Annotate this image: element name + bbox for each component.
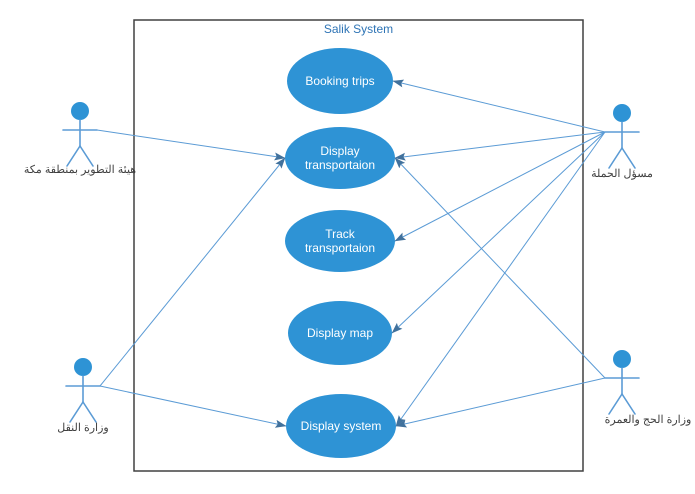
edge-makkah-development-authority-to-display-transportation — [96, 129, 286, 161]
usecase-shape-display-system[interactable] — [286, 394, 396, 458]
actor-label-campaign-manager: مسؤل الحملة — [591, 168, 653, 180]
actor-leg-icon — [69, 401, 84, 423]
actor-leg-icon — [621, 393, 636, 415]
usecase-label: Display system — [301, 419, 382, 433]
actor-head-icon — [71, 102, 89, 120]
actor-leg-icon — [621, 147, 636, 169]
edge-campaign-manager-to-booking-trips — [392, 79, 606, 133]
edge-campaign-manager-to-display-system — [395, 131, 606, 427]
actor-transport-ministry[interactable]: وزارة النقل — [57, 358, 109, 434]
edge-transport-ministry-to-display-transportation — [99, 157, 286, 387]
usecase-shape-booking-trips[interactable] — [287, 48, 393, 114]
system-title: Salik System — [324, 22, 393, 36]
actor-leg-icon — [66, 145, 81, 167]
system-boundary — [133, 19, 584, 472]
usecase-display-system[interactable]: Display system — [286, 394, 396, 458]
usecase-label: Display map — [307, 326, 373, 340]
edge-hajj-umrah-ministry-to-display-system — [395, 377, 606, 428]
usecase-label: Display — [320, 144, 359, 158]
actor-label-hajj-umrah-ministry: وزارة الحج والعمرة — [605, 414, 692, 426]
actor-campaign-manager[interactable]: مسؤل الحملة — [591, 104, 653, 180]
usecase-label: transportaion — [305, 241, 375, 255]
actor-head-icon — [613, 350, 631, 368]
actor-makkah-development-authority[interactable]: هيئة التطوير بمنطقة مكة — [24, 102, 136, 176]
usecase-label: Booking trips — [305, 74, 374, 88]
actor-hajj-umrah-ministry[interactable]: وزارة الحج والعمرة — [604, 350, 692, 426]
usecase-display-map[interactable]: Display map — [288, 301, 392, 365]
actor-leg-icon — [608, 393, 623, 415]
edge-campaign-manager-to-display-map — [391, 131, 606, 334]
usecase-shape-track-transportation[interactable] — [285, 210, 395, 272]
usecase-shape-display-map[interactable] — [288, 301, 392, 365]
edge-transport-ministry-to-display-system — [99, 385, 287, 428]
actor-leg-icon — [82, 401, 97, 423]
usecase-label: Track — [325, 227, 356, 241]
edge-hajj-umrah-ministry-to-display-transportation — [394, 157, 606, 379]
actor-head-icon — [613, 104, 631, 122]
actor-leg-icon — [79, 145, 94, 167]
actor-label-transport-ministry: وزارة النقل — [57, 422, 108, 434]
actor-label-makkah-development-authority: هيئة التطوير بمنطقة مكة — [24, 164, 136, 176]
actor-leg-icon — [608, 147, 623, 169]
usecase-label: transportaion — [305, 158, 375, 172]
edge-campaign-manager-to-display-transportation — [394, 131, 606, 161]
usecase-shape-display-transportation[interactable] — [285, 127, 395, 189]
usecase-booking-trips[interactable]: Booking trips — [287, 48, 393, 114]
edge-campaign-manager-to-track-transportation — [394, 131, 606, 242]
actor-head-icon — [74, 358, 92, 376]
